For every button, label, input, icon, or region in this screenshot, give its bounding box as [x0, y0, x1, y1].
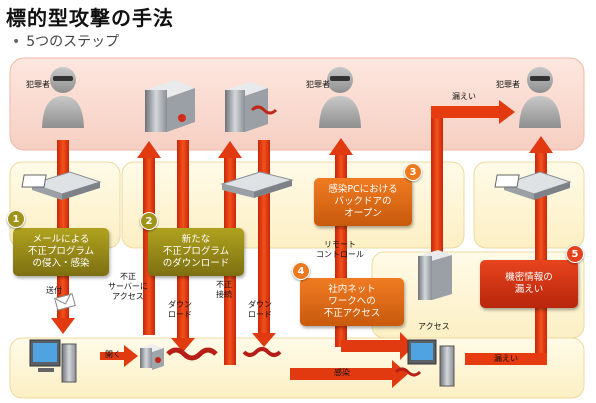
step-4-text: 社内ネット ワークへの 不正アクセス	[323, 284, 381, 319]
open-label: 開く	[105, 350, 121, 359]
attacker-1-label: 犯罪者	[26, 80, 50, 89]
illegal-connect-label: 不正 接続	[216, 280, 232, 299]
malware-server-1-icon	[145, 80, 195, 132]
step-5-number: 5	[566, 245, 584, 263]
step-2-box: 新たな 不正プログラム のダウンロード	[148, 228, 244, 276]
subtitle-text: 5つのステップ	[26, 34, 120, 50]
step-5-box: 機密情報の 漏えい	[480, 260, 578, 308]
download-2-label: ダウン ロード	[248, 300, 272, 319]
attacker-1-icon	[42, 67, 84, 128]
leak-bottom-label: 漏えい	[494, 354, 518, 363]
download-1-label: ダウン ロード	[168, 300, 192, 319]
internal-server-icon	[418, 250, 452, 300]
attacker-3-label: 犯罪者	[496, 80, 520, 89]
arrow-leak-right-head	[529, 136, 553, 153]
arrow-leak-top-head	[499, 100, 515, 124]
target-pc-icon	[394, 339, 455, 387]
attacker-2-icon	[319, 67, 361, 128]
arrow-leak-bottom	[465, 353, 547, 365]
malware-package-icon	[140, 344, 164, 370]
arrow-download1-head	[171, 338, 195, 352]
arrow-remote	[341, 332, 414, 360]
bullet-icon: •	[12, 34, 21, 50]
mail-gateway-left-icon	[21, 171, 102, 200]
step-1-number: 1	[7, 210, 25, 228]
arrow-backdoor-head	[329, 138, 353, 155]
arrow-open	[100, 345, 138, 367]
attacker-2-label: 犯罪者	[306, 80, 330, 89]
malware-server-2-icon	[225, 82, 278, 132]
arrow-illegal-server-head	[137, 141, 161, 158]
user-pc-icon	[29, 339, 77, 383]
step-3-box: 感染PCにおける バックドアの オープン	[314, 178, 412, 226]
arrow-leak-horizontal	[431, 106, 501, 118]
arrow-illegal-connect-head	[218, 141, 242, 158]
infect-label: 感染	[334, 368, 350, 377]
step-2-text: 新たな 不正プログラム のダウンロード	[162, 234, 230, 269]
access-label: アクセス	[418, 322, 450, 331]
arrow-infect	[290, 360, 408, 388]
gateway-center-icon	[220, 171, 294, 198]
step-5-text: 機密情報の 漏えい	[505, 272, 553, 295]
arrow-leak-vertical	[431, 106, 443, 281]
step-3-number: 3	[404, 163, 422, 181]
mail-envelope-icon	[54, 292, 76, 311]
server-zone-band-right	[473, 161, 585, 249]
step-1-box: メールによる 不正プログラム の侵入・感染	[13, 228, 109, 276]
mail-gateway-right-icon	[494, 171, 572, 200]
arrow-send-head	[51, 318, 75, 334]
attacker-zone-band	[9, 57, 585, 151]
step-4-box: 社内ネット ワークへの 不正アクセス	[300, 278, 404, 326]
arrow-download2-head	[252, 333, 276, 347]
attacker-3-icon	[519, 67, 561, 128]
send-label: 送付	[46, 286, 62, 295]
leak-top-label: 漏えい	[452, 92, 476, 101]
illegal-server-access-label: 不正 サーバーに アクセス	[108, 272, 148, 301]
remote-control-label: リモート コントロール	[316, 240, 364, 259]
step-1-text: メールによる 不正プログラム の侵入・感染	[27, 234, 95, 269]
step-2-number: 2	[140, 212, 158, 230]
step-4-number: 4	[292, 262, 310, 280]
step-3-text: 感染PCにおける バックドアの オープン	[328, 184, 398, 219]
page-title: 標的型攻撃の手法	[6, 6, 174, 30]
malware-strand-icon	[166, 347, 282, 361]
subtitle: • 5つのステップ	[12, 31, 119, 51]
